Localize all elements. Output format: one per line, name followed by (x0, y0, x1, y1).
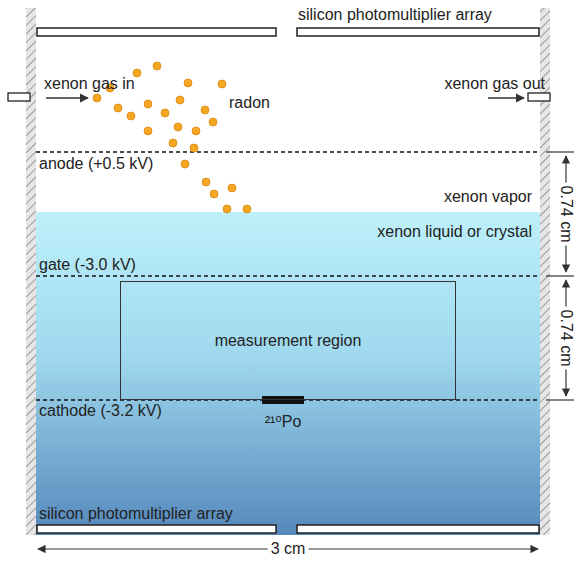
dimension-label: 3 cm (268, 540, 309, 558)
flow-label: xenon gas out (444, 75, 545, 93)
dimension-line (38, 152, 574, 549)
dimension-label: 0.74 cm (557, 183, 575, 246)
region-box: measurement region (120, 281, 456, 400)
electrode-grid (36, 152, 540, 400)
species-label: radon (229, 94, 270, 112)
phase-label: xenon liquid or crystal (377, 223, 532, 241)
dimension-label: 0.74 cm (557, 307, 575, 370)
flow-arrow (46, 97, 524, 98)
electrode-label: cathode (-3.2 kV) (39, 402, 162, 420)
electrode-label: anode (+0.5 kV) (39, 155, 153, 173)
sipm-array (37, 28, 539, 533)
gas-port (8, 93, 550, 101)
electrode-label: gate (-3.0 kV) (39, 256, 136, 274)
flow-label: xenon gas in (44, 75, 135, 93)
xenon-liquid (36, 212, 540, 535)
array-label: silicon photomultiplier array (298, 6, 492, 24)
region-label: measurement region (215, 332, 362, 350)
source-label: ²¹⁰Po (265, 413, 302, 431)
polonium-source (262, 396, 304, 404)
array-label: silicon photomultiplier array (39, 505, 233, 523)
phase-label: xenon vapor (444, 188, 532, 206)
cell-wall (26, 8, 36, 535)
